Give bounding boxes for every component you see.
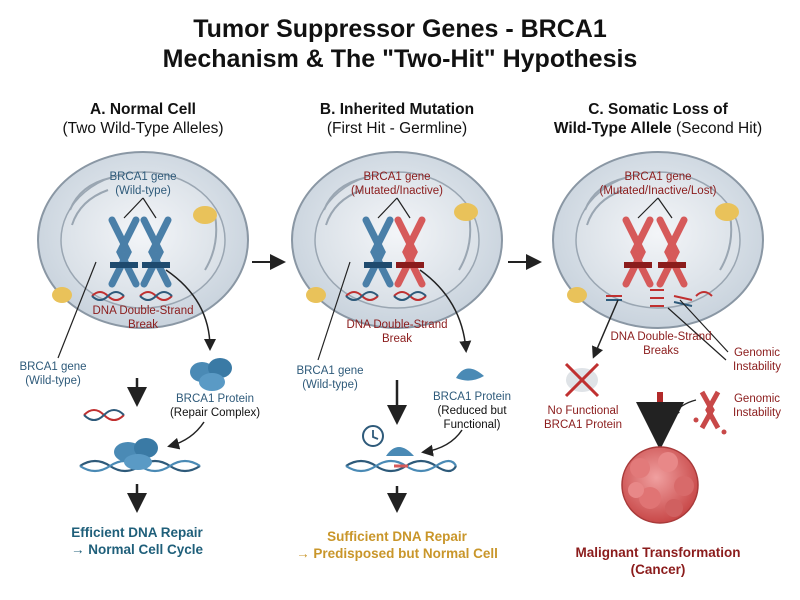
panel-a-title: A. Normal Cell (90, 101, 196, 118)
a-protein-label: BRCA1 Protein(Repair Complex) (169, 393, 261, 419)
dna-break-icon (345, 291, 427, 301)
panel-b-heading: B. Inherited Mutation (First Hit - Germl… (267, 100, 527, 138)
clock-icon (362, 425, 384, 447)
brca1-protein-icon (190, 358, 232, 391)
brca1-protein-reduced-icon (456, 368, 484, 381)
b-outcome: Sufficient DNA Repair→ Predisposed but N… (296, 529, 498, 561)
tumor-icon (621, 446, 699, 524)
chromosome-mutant-icon (394, 216, 426, 288)
b-gene-label: BRCA1 gene(Mutated/Inactive) (350, 171, 444, 197)
mitochondrion-icon (567, 287, 587, 303)
panel-c-title-bold: Wild-Type Allele (553, 120, 672, 137)
b-left-gene-label: BRCA1 gene(Wild-type) (296, 365, 364, 391)
panel-c-letter: C. (588, 101, 604, 118)
main-title-line-1: Tumor Suppressor Genes - BRCA1 (193, 15, 607, 43)
panel-b-title: B. Inherited Mutation (319, 101, 475, 118)
dna-break-icon (91, 291, 173, 301)
c-gene-label: BRCA1 gene(Mutated/Inactive/Lost) (599, 171, 717, 197)
mitochondrion-icon (454, 203, 478, 221)
chromosome-mutant-icon (622, 216, 654, 288)
panel-a-subtitle: (Two Wild-Type Alleles) (62, 120, 224, 137)
mitochondrion-icon (193, 206, 217, 224)
chromosome-mutant-icon (656, 216, 688, 288)
cell-b (291, 151, 503, 361)
mitochondrion-icon (52, 287, 72, 303)
panel-c-title-rest: Somatic Loss of (608, 101, 728, 118)
mitochondrion-icon (306, 287, 326, 303)
chromosome-wildtype-icon (140, 216, 172, 288)
a-gene-label: BRCA1 gene(Wild-type) (109, 171, 177, 197)
main-title-line-2: Mechanism & The "Two-Hit" Hypothesis (162, 45, 638, 73)
a-outcome: Efficient DNA Repair→ Normal Cell Cycle (70, 525, 204, 557)
cell-c (552, 151, 764, 361)
panel-c-heading: C. Somatic Loss of Wild-Type Allele (Sec… (528, 100, 788, 138)
panel-b-subtitle: (First Hit - Germline) (326, 120, 468, 137)
panel-a-heading: A. Normal Cell (Two Wild-Type Alleles) (13, 100, 273, 138)
b-protein-label: BRCA1 Protein (Reduced but Functional) (433, 391, 511, 431)
dna-repair-icon (345, 447, 457, 473)
c-outcome: Malignant Transformation(Cancer) (575, 545, 741, 577)
cell-a (37, 151, 249, 359)
panel-c-subtitle: (Second Hit) (676, 120, 763, 137)
mitochondrion-icon (715, 203, 739, 221)
no-protein-icon (564, 362, 600, 398)
a-left-gene-label: BRCA1 gene(Wild-type) (19, 361, 87, 387)
chromosome-wildtype-icon (108, 216, 140, 288)
dna-repair-icon (79, 409, 201, 473)
chromosome-wildtype-icon (362, 216, 394, 288)
fragmented-chromosome-icon (693, 390, 727, 435)
